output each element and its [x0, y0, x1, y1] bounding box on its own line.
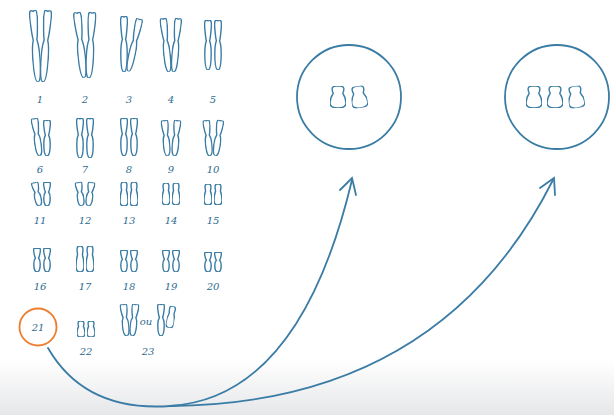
chromosome-number: 5: [210, 95, 216, 105]
highlight-circle: 21: [18, 307, 58, 347]
chromosome-number: 2: [82, 95, 88, 105]
cell-circles: [297, 45, 609, 149]
chromosome-number: 16: [34, 282, 47, 292]
chromosome-number: 12: [79, 216, 92, 226]
chromosome-number: 9: [168, 165, 174, 175]
chromosome-number: 10: [207, 165, 220, 175]
chromosome-number: 23: [142, 347, 155, 357]
connector-word: ou: [140, 317, 152, 327]
chromosome-number: 14: [165, 216, 178, 226]
chromosome-number: 6: [37, 165, 43, 175]
chromosome-number: 19: [165, 282, 178, 292]
chromosome-number: 20: [207, 282, 220, 292]
chromosome-number: 7: [82, 165, 88, 175]
chromosome-number: 21: [32, 322, 45, 333]
node-text-holder: 21: [18, 307, 58, 347]
arrows: [48, 178, 555, 407]
chromosome-number: 17: [79, 282, 92, 292]
chromosome-number: 4: [168, 95, 174, 105]
chromosome-number: 8: [126, 165, 132, 175]
chromosome-number: 15: [207, 216, 220, 226]
chromosome-number: 11: [34, 216, 47, 226]
chromosome-number: 1: [37, 95, 43, 105]
chromosome-number: 13: [123, 216, 136, 226]
chromosome-number: 3: [126, 95, 132, 105]
chromosomes: [29, 10, 224, 337]
chromosome-number: 22: [80, 347, 93, 357]
chromosome-number: 18: [123, 282, 136, 292]
